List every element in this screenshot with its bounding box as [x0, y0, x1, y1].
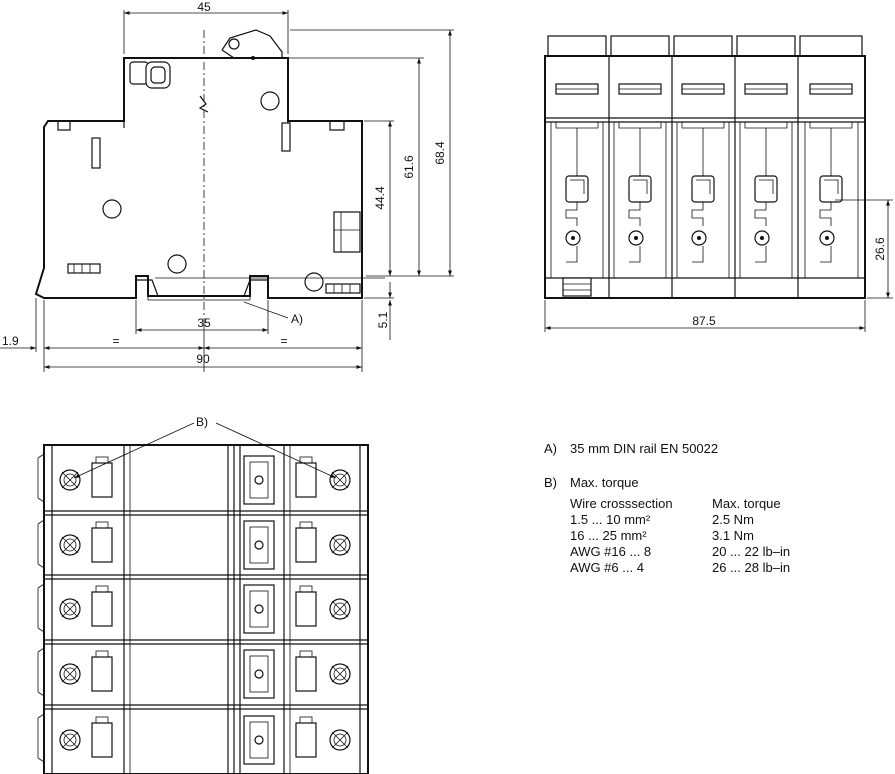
top-pole-4 — [59, 649, 351, 699]
callout-a-leader — [243, 301, 289, 319]
top-pole-2 — [59, 520, 351, 570]
top-view-outline — [43, 444, 369, 774]
side-view-rivet — [260, 91, 280, 111]
note-b-text: Max. torque — [570, 475, 639, 490]
dim-equal-right: = — [280, 334, 287, 348]
torque-wire-cell: AWG #16 ... 8 — [570, 544, 652, 559]
dim-26-6: 26.6 — [873, 237, 887, 261]
torque-header-torque: Max. torque — [712, 496, 781, 511]
callout-b: B) — [196, 415, 208, 429]
dim-68-4: 68.4 — [433, 141, 447, 165]
side-view-slot — [281, 122, 291, 152]
front-pole-3 — [676, 83, 730, 278]
side-view-clip — [67, 263, 101, 274]
side-view-dimensions: 45 68.4 61.6 44.4 5.1 35 A) 1.9 = = 90 — [0, 0, 454, 372]
front-view — [544, 35, 866, 299]
torque-value-cell: 20 ... 22 lb–in — [712, 544, 791, 559]
side-view-top-step — [123, 121, 289, 128]
callout-a: A) — [291, 312, 303, 326]
torque-wire-cell: 1.5 ... 10 mm² — [570, 512, 651, 527]
front-pole-4 — [739, 83, 793, 278]
torque-wire-cell: AWG #6 ... 4 — [570, 560, 644, 575]
dim-44-4: 44.4 — [373, 186, 387, 210]
side-view-inner-slots — [57, 121, 345, 131]
callout-b-leader-left — [73, 422, 195, 479]
top-pole-1 — [59, 455, 351, 505]
dim-1-9: 1.9 — [2, 334, 19, 348]
dim-45: 45 — [197, 0, 211, 14]
side-view-latch — [333, 211, 361, 253]
note-a-key: A) — [544, 441, 557, 456]
side-view-top-button — [129, 61, 171, 89]
side-view-rivet — [167, 254, 187, 274]
side-view-clip — [325, 283, 361, 294]
dim-5-1: 5.1 — [376, 311, 390, 328]
torque-value-cell: 3.1 Nm — [712, 528, 754, 543]
toggle-lever — [221, 29, 283, 60]
dim-equal-left: = — [112, 334, 119, 348]
dim-87-5: 87.5 — [692, 314, 716, 328]
side-view-rivet — [102, 199, 122, 219]
dim-61-6: 61.6 — [402, 155, 416, 179]
side-view-outline — [34, 57, 363, 299]
front-pole-5 — [804, 83, 859, 278]
side-view-rivet — [304, 272, 324, 292]
din-rail-profile — [136, 279, 268, 297]
front-pole-1 — [550, 83, 604, 297]
callout-b-leader-right — [215, 422, 337, 479]
side-view — [34, 29, 385, 318]
torque-value-cell: 26 ... 28 lb–in — [712, 560, 791, 575]
front-view-dimensions: 87.5 26.6 — [544, 199, 893, 332]
note-b-key: B) — [544, 475, 557, 490]
top-view: B) — [37, 415, 369, 774]
torque-value-cell: 2.5 Nm — [712, 512, 754, 527]
top-pole-5 — [59, 715, 351, 765]
top-pole-3 — [59, 584, 351, 634]
torque-header-wire: Wire crosssection — [570, 496, 673, 511]
side-view-spring-mark — [198, 95, 209, 113]
side-view-slot — [91, 137, 101, 169]
front-pole-2 — [613, 83, 667, 278]
torque-wire-cell: 16 ... 25 mm² — [570, 528, 647, 543]
dim-90: 90 — [196, 352, 210, 366]
note-a-text: 35 mm DIN rail EN 50022 — [570, 441, 719, 456]
